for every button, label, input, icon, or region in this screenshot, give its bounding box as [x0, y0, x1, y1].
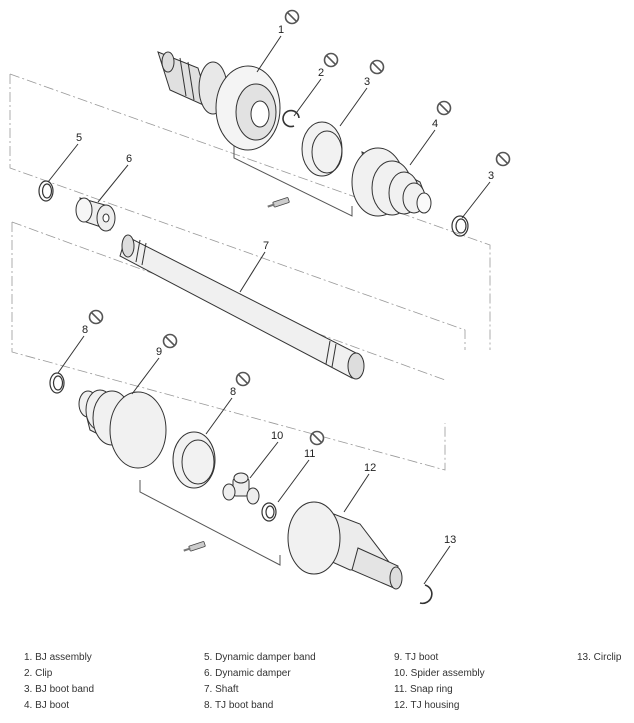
callout-5: 5 — [76, 132, 82, 144]
callout-4: 4 — [432, 118, 438, 130]
no-reuse-icon — [88, 309, 104, 325]
dynamic-damper-band — [38, 180, 54, 202]
snap-ring — [261, 502, 277, 522]
spider-assembly — [222, 472, 260, 505]
callout-10: 10 — [271, 430, 283, 442]
dynamic-damper — [75, 197, 116, 232]
grease-markers — [182, 196, 290, 553]
legend-item-2: 2. Clip — [24, 668, 53, 679]
grease-tube-icon — [182, 540, 206, 553]
legend-column-1: 1. BJ assembly 2. Clip 3. BJ boot band 4… — [24, 650, 94, 714]
callout-9: 9 — [156, 346, 162, 358]
legend-item-5: 5. Dynamic damper band — [204, 652, 316, 663]
tj-boot-band-right — [172, 431, 216, 489]
bracket-lines — [139, 145, 353, 566]
no-reuse-icon — [495, 151, 511, 167]
no-reuse-icon — [369, 59, 385, 75]
bj-assembly — [157, 51, 281, 151]
legend-item-10: 10. Spider assembly — [394, 668, 485, 679]
parts-legend: 1. BJ assembly 2. Clip 3. BJ boot band 4… — [0, 650, 634, 720]
callout-6: 6 — [126, 153, 132, 165]
circlip — [419, 584, 433, 605]
callout-8b: 8 — [230, 386, 236, 398]
legend-item-13: 13. Circlip — [577, 652, 622, 663]
legend-item-7: 7. Shaft — [204, 684, 239, 695]
bj-boot-band-right — [451, 215, 469, 237]
legend-item-6: 6. Dynamic damper — [204, 668, 291, 679]
callout-3b: 3 — [488, 170, 494, 182]
callout-3: 3 — [364, 76, 370, 88]
callout-7: 7 — [263, 240, 269, 252]
bj-boot-band-upper — [301, 121, 343, 177]
callout-11: 11 — [304, 448, 315, 460]
no-reuse-icon — [436, 100, 452, 116]
callout-2: 2 — [318, 67, 324, 79]
callout-8: 8 — [82, 324, 88, 336]
legend-item-8: 8. TJ boot band — [204, 700, 274, 711]
tj-boot-band-left — [49, 372, 65, 394]
legend-item-9: 9. TJ boot — [394, 652, 439, 663]
legend-column-4: 13. Circlip — [577, 650, 621, 666]
callout-labels: 1 2 3 3 4 5 6 7 8 8 9 10 11 12 13 — [76, 24, 494, 546]
no-reuse-icon — [284, 9, 300, 25]
tj-boot — [78, 389, 167, 469]
legend-column-2: 5. Dynamic damper band 6. Dynamic damper… — [204, 650, 316, 714]
no-reuse-icon — [235, 371, 251, 387]
clip — [282, 109, 300, 128]
legend-item-4: 4. BJ boot — [24, 700, 70, 711]
grease-tube-icon — [266, 196, 290, 209]
callout-12: 12 — [364, 462, 376, 474]
shaft — [119, 234, 365, 380]
no-reuse-markers — [88, 9, 511, 446]
legend-column-3: 9. TJ boot 10. Spider assembly 11. Snap … — [394, 650, 485, 714]
legend-item-3: 3. BJ boot band — [24, 684, 95, 695]
callout-1: 1 — [278, 24, 284, 36]
no-reuse-icon — [323, 52, 339, 68]
driveshaft-exploded-diagram: 1 2 3 3 4 5 6 7 8 8 9 10 11 12 13 — [9, 9, 511, 605]
no-reuse-icon — [309, 430, 325, 446]
callout-13: 13 — [444, 534, 456, 546]
leader-lines — [47, 35, 491, 585]
legend-item-1: 1. BJ assembly — [24, 652, 92, 663]
no-reuse-icon — [162, 333, 178, 349]
legend-item-12: 12. TJ housing — [394, 700, 460, 711]
legend-item-11: 11. Snap ring — [394, 684, 453, 695]
tj-housing — [287, 501, 403, 590]
bj-boot — [351, 147, 432, 217]
